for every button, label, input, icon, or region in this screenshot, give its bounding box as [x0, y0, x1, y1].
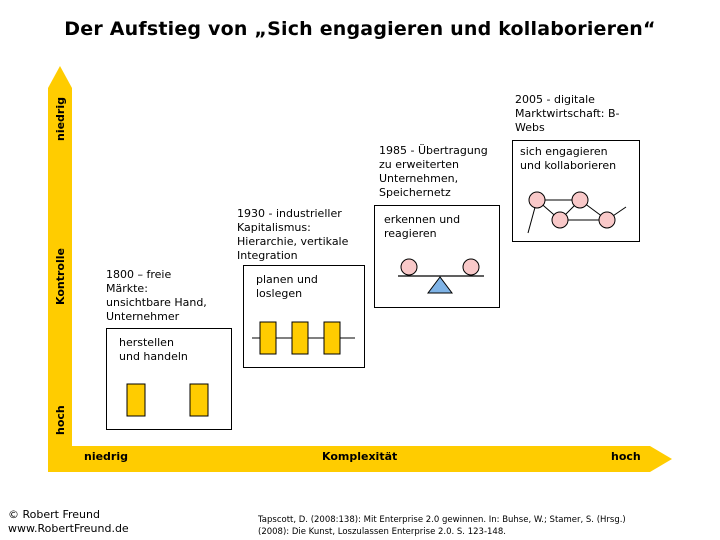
network-node-icon [598, 211, 616, 229]
citation: Tapscott, D. (2008:138): Mit Enterprise … [258, 515, 626, 537]
scale-fulcrum-icon [427, 276, 453, 294]
stage-2-era: 1930 - industrieller Kapitalismus: Hiera… [237, 207, 349, 262]
network-node-icon [571, 191, 589, 209]
y-axis-arrow [48, 66, 72, 472]
block-icon [291, 321, 309, 355]
block-icon [323, 321, 341, 355]
x-axis-arrow [48, 446, 672, 472]
stage-4-activity: sich engagieren und kollaborieren [520, 145, 617, 172]
x-axis-left-label: niedrig [84, 450, 129, 463]
page-title: Der Aufstieg von „Sich engagieren und ko… [64, 18, 656, 40]
scale-weight-icon [400, 258, 418, 276]
block-icon [126, 383, 146, 417]
network-node-icon [528, 191, 546, 209]
stage-2-activity: planen und loslegen [256, 273, 318, 300]
stage-3-activity: erkennen und reagieren [384, 213, 461, 240]
stage-4-box: sich engagieren und kollaborieren [512, 140, 640, 242]
x-axis-title: Komplexität [322, 450, 398, 463]
network-icon [527, 191, 627, 234]
website-link[interactable]: www.RobertFreund.de [8, 522, 129, 535]
stage-3-box: erkennen und reagieren [374, 205, 500, 308]
stage-1-activity: herstellen und handeln [119, 336, 188, 363]
author-label: © Robert Freund [8, 508, 100, 521]
x-axis-right-label: hoch [611, 450, 641, 463]
block-icon [189, 383, 209, 417]
stage-1-era: 1800 – freie Märkte: unsichtbare Hand, U… [106, 268, 207, 323]
scale-weight-icon [462, 258, 480, 276]
stage-3-era: 1985 - Übertragung zu erweiterten Untern… [379, 144, 488, 199]
stage-4-era: 2005 - digitale Marktwirtschaft: B- Webs [515, 93, 620, 134]
block-icon [259, 321, 277, 355]
footer-credit: © Robert Freund www.RobertFreund.de [8, 508, 129, 536]
network-node-icon [551, 211, 569, 229]
